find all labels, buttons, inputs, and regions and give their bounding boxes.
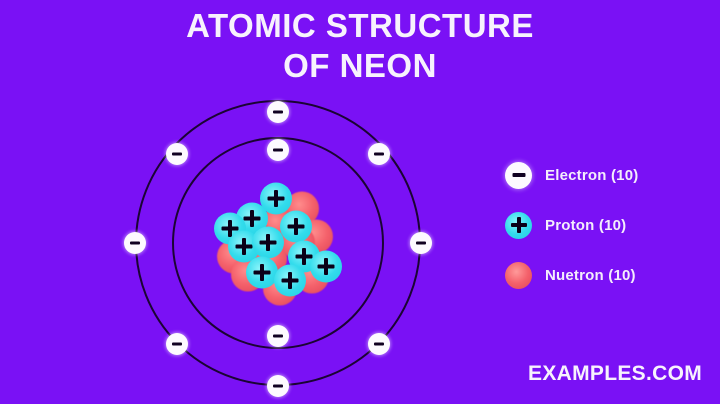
plus-sign-horizontal-icon [253,270,271,275]
electron-particle [267,325,289,347]
electron-particle [368,143,390,165]
legend-label-neutron: Nuetron (10) [545,266,636,284]
proton-particle [246,256,278,289]
electron-particle [124,232,146,254]
electron-particle [368,333,390,355]
legend-item-electron: Electron (10) [505,150,715,200]
electron-particle [166,333,188,355]
proton-particle [252,226,284,259]
minus-sign-icon [374,152,384,156]
plus-sign-horizontal-icon [235,244,253,249]
page-title-line-1: ATOMIC STRUCTURE [186,7,534,44]
minus-sign-icon [273,334,283,338]
proton-particle [310,250,342,283]
plus-sign-horizontal-icon [259,240,277,245]
plus-sign-horizontal-icon [287,224,305,229]
electron-particle [267,139,289,161]
electron-particle [410,232,432,254]
legend-label-electron: Electron (10) [545,166,639,184]
electron-swatch-icon [505,161,532,189]
proton-swatch-icon [505,211,532,239]
minus-sign-icon [416,241,426,245]
plus-sign-horizontal-icon [295,254,313,259]
minus-sign-icon [130,241,140,245]
legend: Electron (10) Proton (10) Nuetron (10) [505,150,715,300]
neutron-swatch-icon [505,261,532,289]
minus-sign-icon [172,152,182,156]
minus-sign-icon [273,384,283,388]
minus-sign-icon [512,173,525,177]
electron-particle [267,375,289,397]
page-title-line-2: OF NEON [283,47,437,84]
plus-sign-horizontal-icon [267,196,285,201]
nucleus [208,181,348,306]
plus-sign-horizontal-icon [317,264,335,269]
legend-item-neutron: Nuetron (10) [505,250,715,300]
page-title: ATOMIC STRUCTURE OF NEON [0,6,720,86]
watermark: EXAMPLES.COM [528,362,702,385]
minus-sign-icon [374,342,384,346]
plus-sign-horizontal-icon [510,223,527,227]
electron-particle [267,101,289,123]
legend-label-proton: Proton (10) [545,216,627,234]
proton-particle [274,264,306,297]
minus-sign-icon [273,110,283,114]
legend-item-proton: Proton (10) [505,200,715,250]
plus-sign-horizontal-icon [221,226,239,231]
minus-sign-icon [172,342,182,346]
electron-particle [166,143,188,165]
plus-sign-horizontal-icon [281,278,299,283]
minus-sign-icon [273,148,283,152]
proton-particle [280,210,312,243]
plus-sign-horizontal-icon [243,216,261,221]
